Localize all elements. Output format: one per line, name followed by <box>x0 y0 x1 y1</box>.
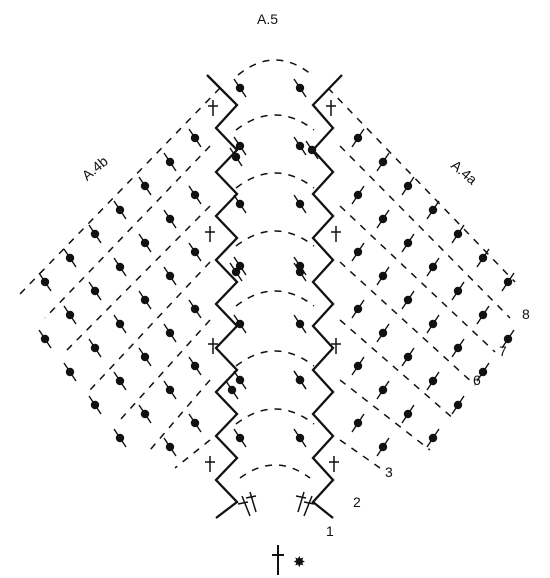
stitch-dot <box>65 253 75 263</box>
stitch-dot <box>190 361 200 371</box>
stitch-dot <box>90 343 100 353</box>
stitch-dot <box>295 375 305 385</box>
chart-label-center: A.5 <box>257 11 278 27</box>
stitch-dot <box>165 385 175 395</box>
stitch-dot <box>453 229 463 239</box>
stitch-dot <box>453 400 463 410</box>
treble-icon <box>272 545 284 575</box>
stitch-dot <box>403 352 413 362</box>
stitch-dot <box>65 310 75 320</box>
stitch-dot <box>378 157 388 167</box>
stitch-dot <box>378 271 388 281</box>
stitch-dot <box>235 433 245 443</box>
stitch-dot <box>428 433 438 443</box>
stitch-dot <box>403 295 413 305</box>
stitch-dot <box>115 433 125 443</box>
stitch-dot <box>295 319 305 329</box>
stitch-dot <box>478 253 488 263</box>
stitch-dot <box>403 409 413 419</box>
left-diagonal-chains <box>19 87 221 469</box>
stitch-dot <box>190 418 200 428</box>
stitch-dot <box>353 190 363 200</box>
stitch-dot <box>503 334 513 344</box>
right-zigzag-border <box>311 74 343 519</box>
stitch-dot <box>190 190 200 200</box>
stitch-dot <box>478 310 488 320</box>
stitch-dot <box>115 376 125 386</box>
stitch-dot <box>378 328 388 338</box>
stitch-dot <box>140 295 150 305</box>
stitch-dot <box>231 152 241 162</box>
stitch-dot <box>295 141 305 151</box>
stitch-dot <box>190 304 200 314</box>
stitch-dot <box>165 271 175 281</box>
stitch-dot <box>165 157 175 167</box>
row-number: 7 <box>499 343 507 359</box>
stitch-dot <box>403 238 413 248</box>
stitch-dot <box>295 83 305 93</box>
stitch-dot <box>307 145 317 155</box>
stitch-dot <box>115 205 125 215</box>
stitch-dot <box>453 286 463 296</box>
stitch-dot <box>190 247 200 257</box>
stitch-dot <box>140 181 150 191</box>
stitch-dot <box>235 261 245 271</box>
stitch-dot <box>140 238 150 248</box>
stitch-dot <box>227 385 237 395</box>
stitch-dot <box>295 199 305 209</box>
stitch-dot <box>453 343 463 353</box>
stitch-dot <box>503 277 513 287</box>
stitch-dot <box>378 385 388 395</box>
chart-label-right: A.4a <box>448 157 481 188</box>
stitch-dot <box>295 433 305 443</box>
stitch-dot <box>90 400 100 410</box>
stitch-dot <box>65 367 75 377</box>
stitch-dot <box>231 267 241 277</box>
stitch-dot <box>235 141 245 151</box>
stitch-dot <box>295 267 305 277</box>
stitch-dot <box>235 319 245 329</box>
stitch-dot <box>428 262 438 272</box>
stitch-dot <box>403 181 413 191</box>
stitch-dot <box>40 334 50 344</box>
stitch-dot <box>235 83 245 93</box>
star-icon: ✸ <box>293 553 306 571</box>
double-crochet-stitches <box>38 78 515 457</box>
stitch-dot <box>353 418 363 428</box>
stitch-dot <box>165 328 175 338</box>
chart-label-left: A.4b <box>79 153 112 184</box>
right-diagonal-chains <box>327 87 516 469</box>
stitch-dot <box>235 199 245 209</box>
stitch-dot <box>353 361 363 371</box>
stitch-dot <box>478 367 488 377</box>
stitch-dot <box>353 247 363 257</box>
left-zigzag-border <box>206 74 239 519</box>
row-number: 8 <box>522 306 530 322</box>
stitch-dot <box>190 133 200 143</box>
stitch-dot <box>378 442 388 452</box>
stitch-dot <box>140 409 150 419</box>
stitch-dot <box>165 442 175 452</box>
stitch-dot <box>140 352 150 362</box>
row-number: 1 <box>326 523 334 539</box>
stitch-dot <box>115 262 125 272</box>
stitch-dot <box>378 214 388 224</box>
stitch-dot <box>353 304 363 314</box>
center-chain-arcs <box>235 59 315 479</box>
row-number: 3 <box>385 464 393 480</box>
stitch-dot <box>90 286 100 296</box>
stitch-dot <box>90 229 100 239</box>
stitch-dot <box>165 214 175 224</box>
stitch-dot <box>235 375 245 385</box>
stitch-dot <box>428 319 438 329</box>
stitch-dot <box>40 277 50 287</box>
row-number: 2 <box>353 494 361 510</box>
stitch-dot <box>115 319 125 329</box>
treble-stitches <box>205 100 341 517</box>
stitch-dot <box>428 205 438 215</box>
stitch-dot <box>353 133 363 143</box>
stitch-dot <box>428 376 438 386</box>
